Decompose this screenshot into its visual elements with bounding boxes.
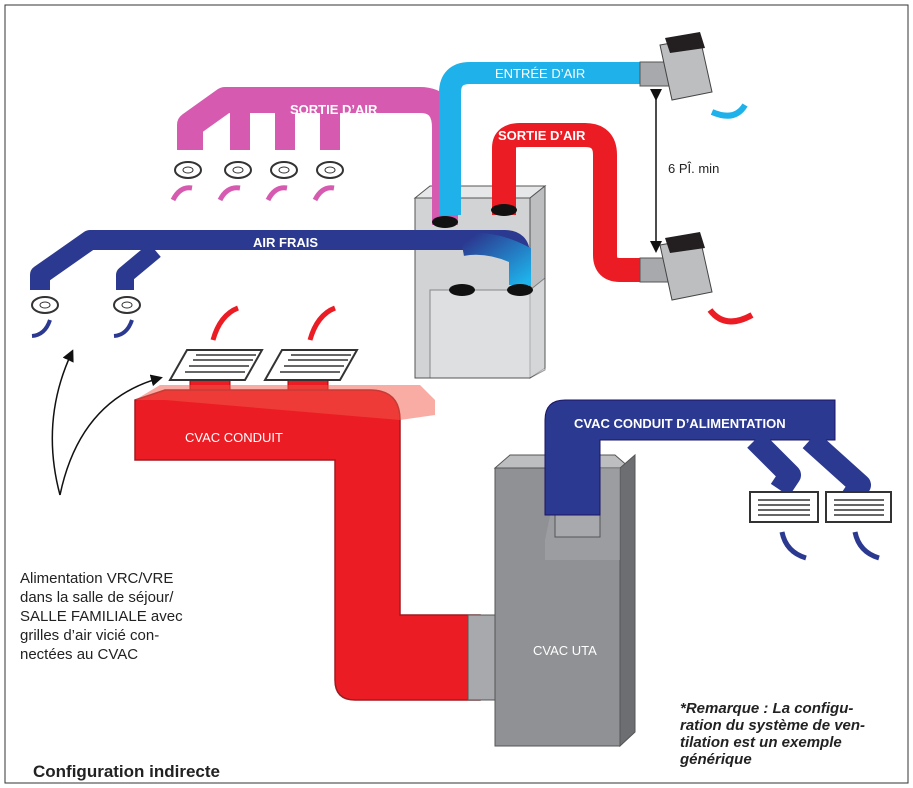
airflow-arrow bbox=[852, 531, 880, 561]
diffuser-1 bbox=[174, 161, 202, 179]
supply-grille-2 bbox=[825, 491, 892, 523]
airflow-arrow bbox=[312, 185, 335, 202]
exhaust-hood bbox=[639, 232, 754, 325]
diagram-title: Configuration indirecte bbox=[33, 762, 220, 781]
airflow-arrow bbox=[217, 185, 241, 202]
remark-note: *Remarque : La configu- ration du systèm… bbox=[680, 700, 866, 768]
return-grille-1 bbox=[168, 349, 264, 381]
callout-arrow bbox=[59, 374, 163, 496]
airflow-arrow bbox=[210, 305, 240, 341]
pink-diffusers bbox=[170, 161, 344, 202]
hvac-ahu-label: CVAC UTA bbox=[533, 643, 597, 658]
erv-unit bbox=[413, 184, 547, 379]
hvac-supply-label: CVAC CONDUIT D’ALIMENTATION bbox=[574, 416, 786, 431]
air-intake-label: ENTRÉE D’AIR bbox=[495, 66, 585, 81]
hvac-duct-label: CVAC CONDUIT bbox=[185, 430, 283, 445]
fresh-air-diffuser-2 bbox=[113, 296, 141, 314]
fresh-air-label: AIR FRAIS bbox=[253, 235, 318, 250]
fresh-air-duct: AIR FRAIS bbox=[30, 230, 533, 338]
airflow-arrow bbox=[31, 319, 52, 338]
min-distance-label: 6 PÎ. min bbox=[668, 161, 720, 176]
airflow-arrow bbox=[265, 185, 288, 202]
supply-grille-1 bbox=[749, 491, 819, 523]
diffuser-4 bbox=[316, 161, 344, 179]
airflow-arrow bbox=[307, 305, 337, 341]
duct-collar bbox=[449, 284, 475, 296]
red-exhaust-label: SORTIE D’AIR bbox=[498, 128, 586, 143]
duct-collar bbox=[507, 284, 533, 296]
airflow-arrow bbox=[113, 319, 134, 338]
airflow-arrow bbox=[710, 103, 748, 119]
red-exhaust-duct: SORTIE D’AIR bbox=[491, 123, 650, 282]
page-border bbox=[4, 4, 909, 784]
pink-exhaust-label: SORTIE D’AIR bbox=[290, 102, 378, 117]
airflow-arrow bbox=[779, 531, 807, 561]
airflow-arrow bbox=[170, 185, 193, 202]
installation-note: Alimentation VRC/VRE dans la salle de sé… bbox=[20, 570, 183, 663]
callout-arrow bbox=[51, 349, 74, 496]
airflow-arrow bbox=[707, 308, 754, 325]
fresh-air-diffuser-1 bbox=[31, 296, 59, 314]
intake-hood bbox=[639, 32, 748, 119]
diffuser-3 bbox=[270, 161, 298, 179]
air-intake-duct: ENTRÉE D’AIR bbox=[439, 62, 650, 215]
diffuser-2 bbox=[224, 161, 252, 179]
duct-collar bbox=[432, 216, 458, 228]
hvac-return-duct: CVAC CONDUIT bbox=[134, 374, 499, 701]
return-grille-2 bbox=[263, 349, 359, 381]
duct-collar bbox=[491, 204, 517, 216]
